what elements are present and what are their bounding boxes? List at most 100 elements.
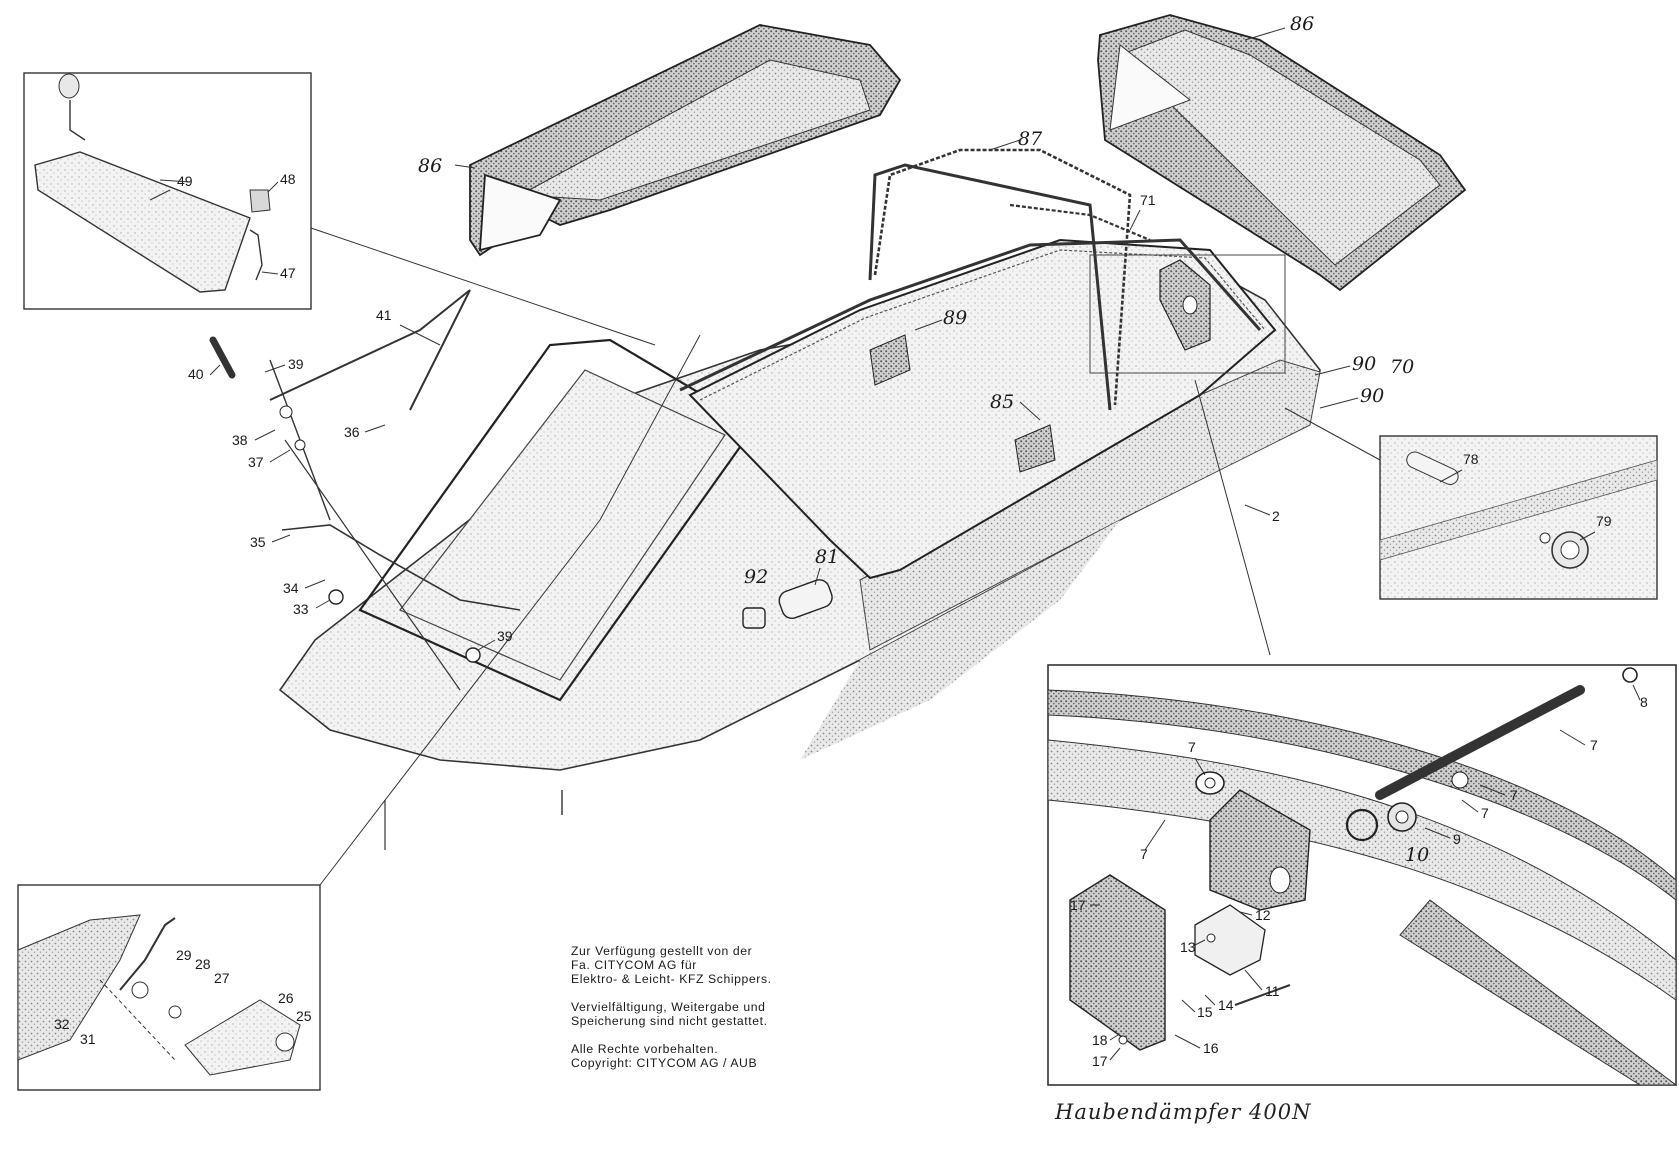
callout-c86b: 86 [1290, 13, 1314, 35]
leader-line [149, 189, 171, 201]
callout-c25: 25 [296, 1008, 312, 1024]
inset-fastener [1379, 435, 1658, 600]
leader-line [1244, 504, 1271, 516]
leader-line [1109, 1034, 1119, 1041]
leader-line [1204, 994, 1216, 1006]
damper-note: Haubendämpfer 400N [1055, 1100, 1312, 1124]
leader-line [477, 639, 496, 651]
hinge-11 [1194, 904, 1266, 976]
callout-c71: 71 [1140, 192, 1156, 208]
leader-line [454, 164, 476, 169]
callout-c48: 48 [280, 171, 296, 187]
callout-c90b: 90 [1360, 385, 1384, 407]
callout-c49: 49 [177, 173, 193, 189]
caption-line-1: Zur Verfügung gestellt von der [571, 944, 753, 958]
callout-c16: 16 [1203, 1040, 1219, 1056]
callout-c78: 78 [1463, 451, 1479, 467]
copyright-caption: Zur Verfügung gestellt von der Fa. CITYC… [571, 944, 871, 1084]
strut-40 [209, 336, 236, 379]
leader-line [315, 599, 331, 609]
leader-line [1632, 684, 1641, 701]
leader-line [1109, 1047, 1121, 1061]
leader-line [1239, 911, 1253, 916]
leader-line [1194, 939, 1206, 946]
leader-line [1579, 531, 1596, 541]
callout-c32: 32 [54, 1016, 70, 1032]
callout-c31: 31 [80, 1031, 96, 1047]
callout-c12: 12 [1255, 907, 1271, 923]
callout-c86a: 86 [418, 155, 442, 177]
caption-line-4: Vervielfältigung, Weitergabe und [571, 1000, 766, 1014]
callout-c15: 15 [1197, 1004, 1213, 1020]
roll-bar [868, 163, 1112, 411]
callout-c7a: 7 [1188, 739, 1196, 755]
leader-line [264, 364, 286, 373]
leader-line [269, 449, 291, 463]
callout-c85: 85 [990, 391, 1014, 413]
callout-c81: 81 [815, 546, 839, 568]
callout-c79: 79 [1596, 513, 1612, 529]
leader-line [304, 579, 326, 589]
leader-line [399, 324, 441, 346]
caption-line-7: Copyright: CITYCOM AG / AUB [571, 1056, 758, 1070]
leader-line [364, 424, 386, 433]
handle-81 [778, 579, 833, 619]
callout-c87: 87 [1018, 128, 1043, 150]
leader-line [1181, 999, 1196, 1013]
callout-c34: 34 [283, 580, 299, 596]
caption-line-3: Elektro- & Leicht- KFZ Schippers. [571, 972, 772, 986]
callout-c28: 28 [195, 956, 211, 972]
leader-line [1144, 819, 1166, 851]
callout-c39a: 39 [288, 356, 304, 372]
leader-line [1174, 1034, 1201, 1049]
inset-damper [1047, 664, 1678, 1086]
leader-line [1129, 209, 1141, 231]
callout-c36: 36 [344, 424, 360, 440]
caption-line-2: Fa. CITYCOM AG für [571, 958, 697, 972]
callout-c39b: 39 [497, 628, 513, 644]
leader-line [254, 429, 276, 441]
callout-c10: 10 [1405, 844, 1429, 866]
leader-line [1194, 757, 1206, 776]
leader-line [261, 271, 279, 275]
leader-line [1461, 799, 1479, 813]
callout-c29: 29 [176, 947, 192, 963]
leader-line [1244, 969, 1263, 991]
callout-c70: 70 [1390, 356, 1414, 378]
knob-icon [58, 73, 80, 99]
leader-line [1019, 401, 1041, 421]
callout-c17a: 17 [1070, 897, 1086, 913]
seal-71 [1009, 203, 1151, 242]
nut-39b [465, 647, 481, 663]
windshield-glass [399, 369, 726, 681]
wiper-arm [269, 289, 471, 401]
callout-c9: 9 [1453, 831, 1461, 847]
callout-c2: 2 [1272, 508, 1280, 524]
callout-c7d: 7 [1481, 805, 1489, 821]
callout-c40: 40 [188, 366, 204, 382]
callout-c7b: 7 [1590, 737, 1598, 753]
leader-line [267, 181, 279, 193]
cover-plate [1069, 874, 1166, 1051]
canopy-86-left [469, 24, 902, 257]
leader-line [1319, 397, 1359, 409]
callout-c26: 26 [278, 990, 294, 1006]
callout-c92: 92 [744, 566, 768, 588]
callout-c8: 8 [1640, 694, 1648, 710]
inset-latch [17, 884, 321, 1091]
seal-85 [1014, 424, 1056, 473]
callout-c35: 35 [250, 534, 266, 550]
canopy-86-right [1097, 14, 1467, 292]
damper-rod [1375, 685, 1585, 800]
vehicle-body [209, 163, 1381, 886]
callout-c13: 13 [1180, 939, 1196, 955]
leader-line [1424, 827, 1451, 839]
leader-line [209, 364, 221, 376]
callout-c47: 47 [280, 265, 296, 281]
leader-line [1244, 27, 1286, 41]
callout-c17b: 17 [1092, 1053, 1108, 1069]
side-panel [859, 359, 1321, 651]
seal-89 [869, 334, 911, 386]
caption-line-6: Alle Rechte vorbehalten. [571, 1042, 719, 1056]
